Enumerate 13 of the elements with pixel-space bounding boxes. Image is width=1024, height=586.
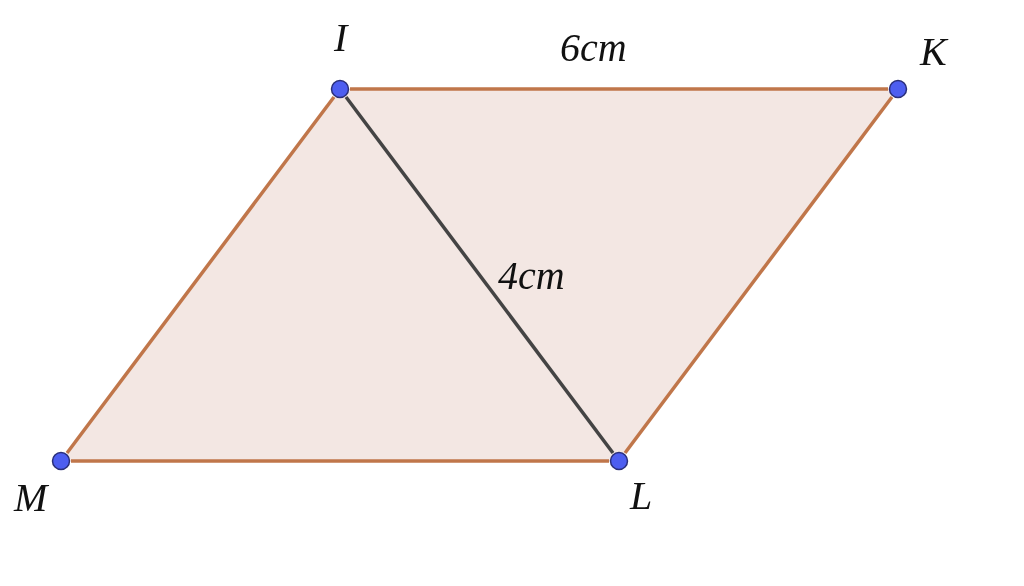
point-label: K xyxy=(920,32,947,72)
point-label: M xyxy=(14,478,48,518)
point-dot xyxy=(330,79,350,99)
point-label: L xyxy=(630,476,653,516)
point-dot xyxy=(609,451,629,471)
line-segment xyxy=(71,459,609,463)
line-segment xyxy=(344,95,615,455)
point-label: I xyxy=(334,18,348,58)
point-dot xyxy=(888,79,908,99)
line-segment xyxy=(623,95,894,455)
point-dot xyxy=(51,451,71,471)
line-segment xyxy=(65,95,336,455)
line-segment xyxy=(350,87,888,91)
